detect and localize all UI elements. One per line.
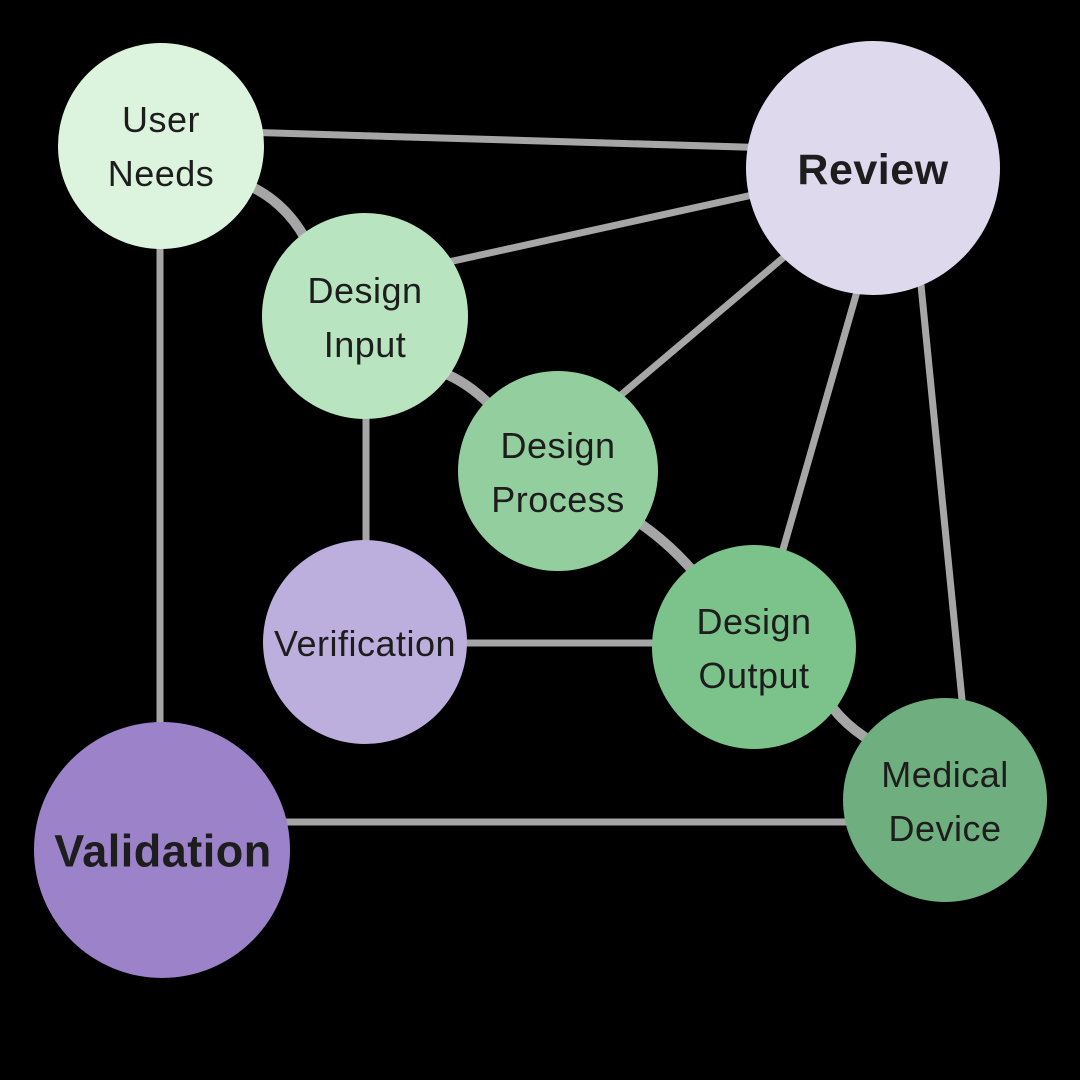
node-label-medical-device: Medical Device: [881, 754, 1009, 849]
node-review: [746, 41, 1000, 295]
node-group: [34, 41, 1047, 978]
node-user-needs: [58, 43, 264, 249]
node-label-review: Review: [797, 145, 949, 194]
node-label-design-process: Design Process: [491, 425, 625, 520]
edge-design-output-review: [776, 287, 862, 561]
node-label-design-input: Design Input: [307, 270, 423, 365]
node-medical-device: [843, 698, 1047, 902]
node-design-output: [652, 545, 856, 749]
node-design-input: [262, 213, 468, 419]
node-label-design-output: Design Output: [696, 601, 812, 696]
node-label-verification: Verification: [273, 623, 457, 664]
edge-user-needs-review: [239, 128, 776, 152]
node-label-user-needs: User Needs: [107, 99, 215, 194]
edge-medical-device-review: [916, 274, 969, 731]
node-design-process: [458, 371, 658, 571]
edge-design-process-review: [612, 249, 793, 403]
node-label-validation: Validation: [54, 825, 272, 877]
node-verification: [263, 540, 467, 744]
edge-design-input-review: [434, 186, 776, 269]
node-validation: [34, 722, 290, 978]
